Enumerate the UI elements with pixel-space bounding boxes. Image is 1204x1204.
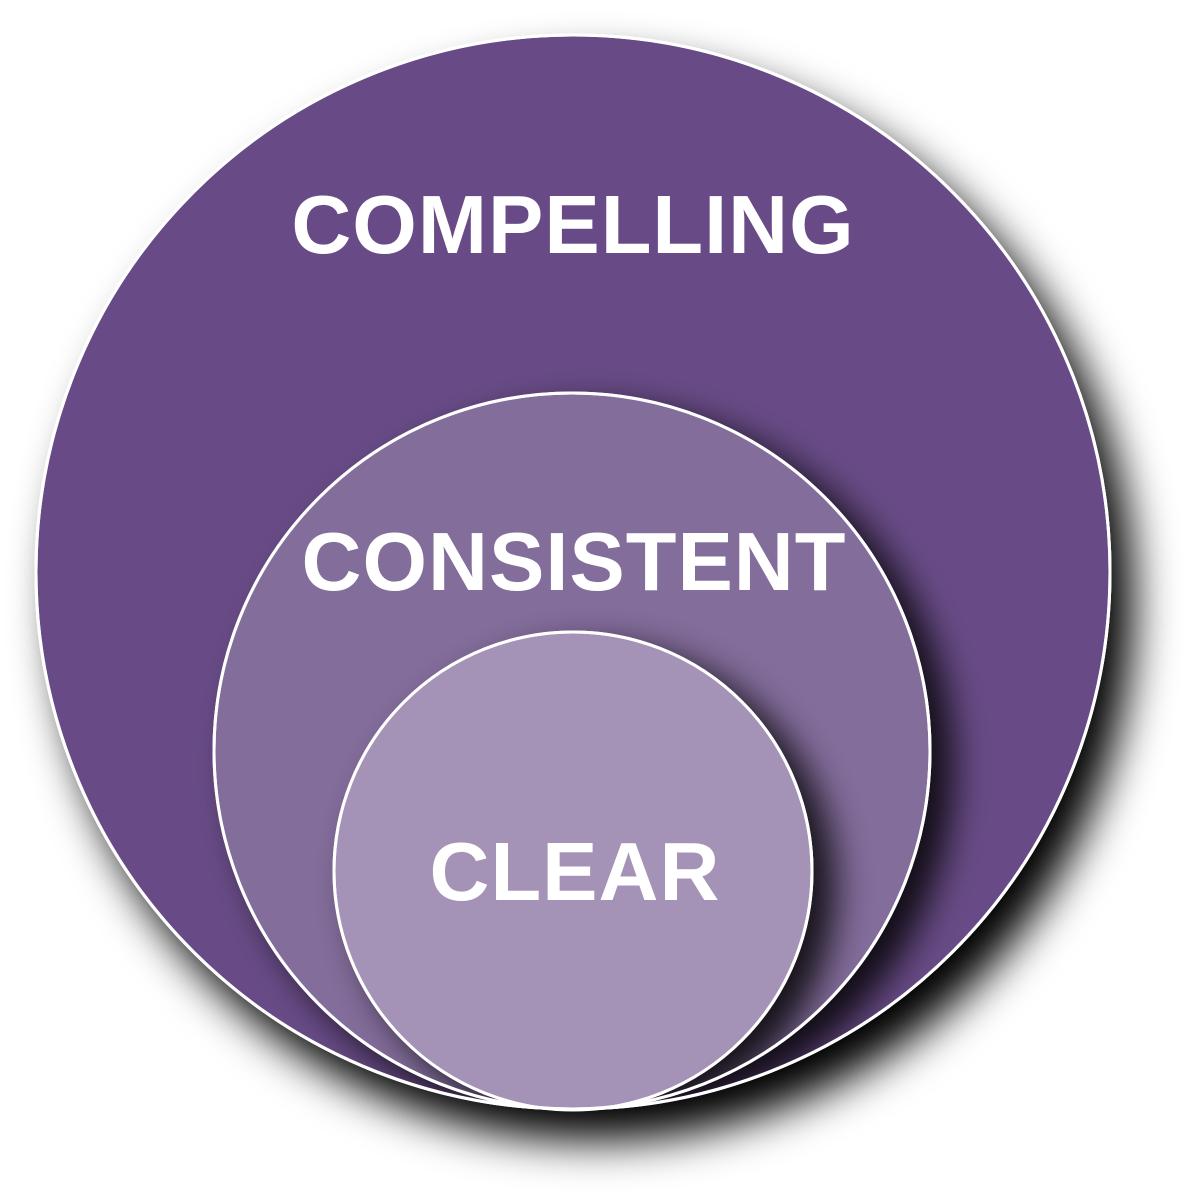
circle-clear-outline [332,630,814,1112]
label-clear: CLEAR [430,825,721,918]
label-consistent: CONSISTENT [302,515,847,608]
label-compelling: COMPELLING [291,178,854,271]
